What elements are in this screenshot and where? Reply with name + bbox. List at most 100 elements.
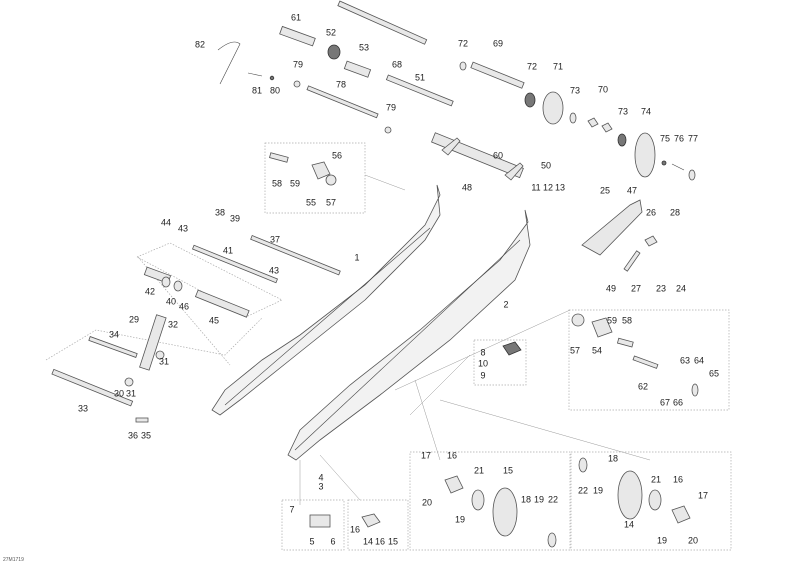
callout-9: 9 <box>480 370 486 381</box>
callout-33: 33 <box>77 403 89 414</box>
callout-26: 26 <box>645 207 657 218</box>
callout-64: 64 <box>693 355 705 366</box>
callout-61: 61 <box>290 12 302 23</box>
callout-22: 22 <box>547 494 559 505</box>
callout-42: 42 <box>144 286 156 297</box>
callout-7: 7 <box>289 504 295 515</box>
callout-19: 19 <box>592 485 604 496</box>
callout-21: 21 <box>650 474 662 485</box>
bracket-47 <box>581 199 658 272</box>
callout-54: 54 <box>591 345 603 356</box>
callout-57: 57 <box>569 345 581 356</box>
callout-20: 20 <box>421 497 433 508</box>
callout-58: 58 <box>621 315 633 326</box>
left-shafts <box>51 235 341 423</box>
callout-16: 16 <box>374 536 386 547</box>
callout-55: 55 <box>305 197 317 208</box>
callout-57: 57 <box>325 197 337 208</box>
callout-79: 79 <box>292 59 304 70</box>
callout-79: 79 <box>385 102 397 113</box>
callout-82: 82 <box>194 39 206 50</box>
top-shafts <box>217 0 696 181</box>
callout-32: 32 <box>167 319 179 330</box>
callout-17: 17 <box>420 450 432 461</box>
callout-78: 78 <box>335 79 347 90</box>
callout-14: 14 <box>623 519 635 530</box>
callout-31: 31 <box>125 388 137 399</box>
callout-76: 76 <box>673 133 685 144</box>
callout-60: 60 <box>492 150 504 161</box>
callout-2: 2 <box>503 299 509 310</box>
callout-75: 75 <box>659 133 671 144</box>
callout-6: 6 <box>330 536 336 547</box>
callout-8: 8 <box>480 347 486 358</box>
rails <box>211 184 531 461</box>
box-parts <box>269 152 699 528</box>
callout-77: 77 <box>687 133 699 144</box>
callout-73: 73 <box>569 85 581 96</box>
callout-13: 13 <box>554 182 566 193</box>
callout-73: 73 <box>617 106 629 117</box>
callout-3: 3 <box>318 481 324 492</box>
callout-31: 31 <box>158 356 170 367</box>
callout-22: 22 <box>577 485 589 496</box>
callout-63: 63 <box>679 355 691 366</box>
callout-19: 19 <box>454 514 466 525</box>
callout-34: 34 <box>108 329 120 340</box>
callout-1: 1 <box>354 252 360 263</box>
callout-81: 81 <box>251 85 263 96</box>
callout-20: 20 <box>687 535 699 546</box>
callout-27: 27 <box>630 283 642 294</box>
callout-40: 40 <box>165 296 177 307</box>
callout-69: 69 <box>492 38 504 49</box>
callout-18: 18 <box>520 494 532 505</box>
drawing-code: 27M1719 <box>3 557 24 563</box>
callout-12: 12 <box>542 182 554 193</box>
callout-39: 39 <box>229 213 241 224</box>
callout-24: 24 <box>675 283 687 294</box>
callout-67: 67 <box>659 397 671 408</box>
callout-51: 51 <box>414 72 426 83</box>
callout-18: 18 <box>607 453 619 464</box>
callout-16: 16 <box>672 474 684 485</box>
callout-16: 16 <box>446 450 458 461</box>
callout-15: 15 <box>502 465 514 476</box>
guide-lines <box>299 174 651 505</box>
callout-16: 16 <box>349 524 361 535</box>
callout-65: 65 <box>708 368 720 379</box>
callout-62: 62 <box>637 381 649 392</box>
callout-74: 74 <box>640 106 652 117</box>
callout-46: 46 <box>178 301 190 312</box>
callout-59: 59 <box>606 315 618 326</box>
callout-72: 72 <box>457 38 469 49</box>
callout-80: 80 <box>269 85 281 96</box>
callout-35: 35 <box>140 430 152 441</box>
callout-59: 59 <box>289 178 301 189</box>
callout-30: 30 <box>113 388 125 399</box>
callout-71: 71 <box>552 61 564 72</box>
callout-53: 53 <box>358 42 370 53</box>
callout-19: 19 <box>533 494 545 505</box>
callout-58: 58 <box>271 178 283 189</box>
idler-wheels <box>444 457 691 548</box>
callout-48: 48 <box>461 182 473 193</box>
callout-70: 70 <box>597 84 609 95</box>
callout-50: 50 <box>540 160 552 171</box>
callout-66: 66 <box>672 397 684 408</box>
callout-56: 56 <box>331 150 343 161</box>
callout-11: 11 <box>531 182 541 193</box>
callout-5: 5 <box>309 536 315 547</box>
callout-28: 28 <box>669 207 681 218</box>
callout-10: 10 <box>477 358 489 369</box>
callout-43: 43 <box>268 265 280 276</box>
callout-49: 49 <box>605 283 617 294</box>
callout-43: 43 <box>177 223 189 234</box>
callout-17: 17 <box>697 490 709 501</box>
callout-37: 37 <box>269 234 281 245</box>
callout-44: 44 <box>160 217 172 228</box>
axle-48 <box>431 132 524 181</box>
callout-15: 15 <box>387 536 399 547</box>
callout-23: 23 <box>655 283 667 294</box>
callout-25: 25 <box>599 185 611 196</box>
callout-47: 47 <box>626 185 638 196</box>
